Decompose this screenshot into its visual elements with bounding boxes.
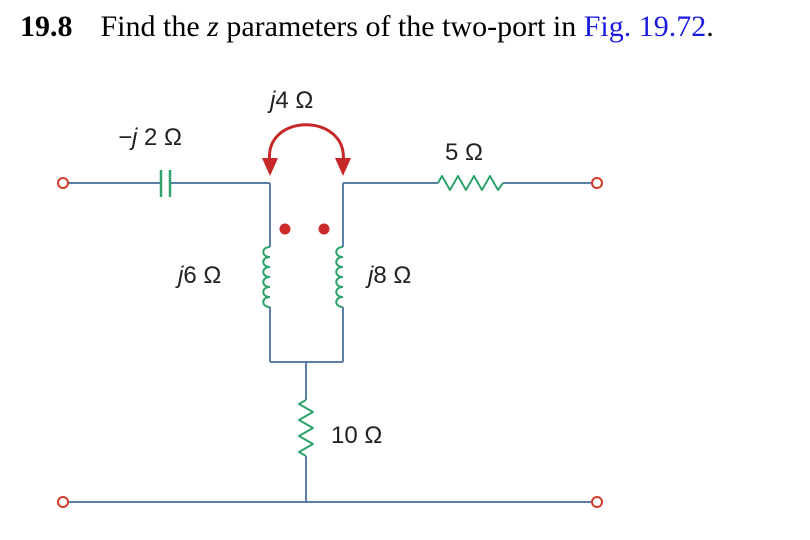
mutual-inductance-arrow [262, 123, 351, 176]
terminal-port1-top [57, 177, 69, 189]
problem-text-end: . [706, 10, 714, 43]
label-inductor-left: j6 Ω [175, 262, 221, 289]
capacitor [159, 170, 172, 197]
label-capacitor: −j 2 Ω [118, 124, 182, 151]
label-inductor-right: j8 Ω [365, 262, 411, 289]
resistor-shunt [298, 399, 314, 457]
problem-variable: z [207, 10, 219, 43]
problem-text-middle: parameters of the two-port in [218, 10, 584, 43]
label-resistor-series: 5 Ω [445, 139, 483, 166]
resistor-series [437, 175, 504, 191]
polarity-dot-right [318, 223, 330, 235]
label-resistor-shunt: 10 Ω [331, 422, 382, 449]
terminal-port2-bottom [591, 496, 603, 508]
terminal-port1-bottom [57, 496, 69, 508]
problem-statement: 19.8 Find the z parameters of the two-por… [20, 10, 714, 44]
figure-reference-link[interactable]: Fig. 19.72 [583, 10, 707, 43]
terminal-port2-top [591, 177, 603, 189]
problem-number: 19.8 [20, 10, 73, 43]
inductor-left [262, 246, 271, 308]
inductor-right [335, 246, 344, 308]
problem-text-before: Find the [100, 10, 208, 43]
label-mutual: j4 Ω [267, 87, 313, 114]
polarity-dot-left [279, 223, 291, 235]
